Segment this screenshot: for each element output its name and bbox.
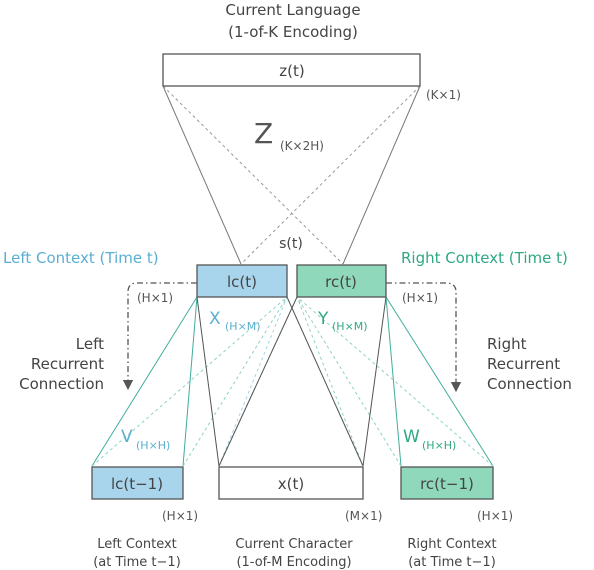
- caption-left-line1: Left Context: [97, 537, 177, 552]
- lc-box-label: lc(t): [227, 273, 257, 291]
- right-context-label: Right Context (Time t): [401, 249, 568, 267]
- rc-prev-box-label: rc(t−1): [420, 475, 474, 493]
- rc-dim: (H×1): [402, 291, 438, 305]
- right-recurrent-arrow: [386, 282, 462, 393]
- weight-x: X: [209, 309, 221, 329]
- rc-prev-box: [400, 466, 494, 500]
- left-context-label: Left Context (Time t): [3, 249, 159, 267]
- caption-right-line2: (at Time t−1): [408, 555, 496, 570]
- caption-center-line1: Current Character: [235, 537, 353, 552]
- header-line1: Current Language: [225, 1, 360, 19]
- lc-dim: (H×1): [137, 291, 173, 305]
- x-y-connections: [196, 296, 387, 467]
- lc-prev-dim: (H×1): [162, 509, 198, 523]
- x-box-label: x(t): [278, 475, 304, 493]
- lc-prev-box-label: lc(t−1): [111, 475, 163, 493]
- z-box: [162, 53, 421, 87]
- right-recurrent-line3: Connection: [487, 375, 572, 393]
- left-recurrent-line1: Left: [76, 335, 104, 353]
- rc-prev-dim: (H×1): [477, 509, 513, 523]
- right-recurrent-line2: Recurrent: [487, 355, 560, 373]
- caption-center-line2: (1-of-M Encoding): [236, 555, 351, 570]
- left-recurrent-line2: Recurrent: [31, 355, 104, 373]
- caption-left-line2: (at Time t−1): [93, 555, 181, 570]
- s-label: s(t): [279, 236, 303, 252]
- weight-y-sub: (H×M): [332, 320, 368, 333]
- weight-y: Y: [317, 309, 329, 329]
- weight-w-sub: (H×H): [422, 439, 456, 452]
- z-projection: [162, 85, 421, 265]
- weight-v: V: [121, 427, 133, 447]
- x-box: [218, 466, 364, 500]
- z-dim: (K×1): [426, 88, 461, 102]
- rc-box-label: rc(t): [325, 273, 357, 291]
- weight-z-sub: (K×2H): [280, 139, 324, 153]
- left-recurrent-line3: Connection: [19, 375, 104, 393]
- lc-prev-box: [91, 466, 184, 500]
- caption-right-line1: Right Context: [407, 537, 496, 552]
- weight-v-sub: (H×H): [136, 439, 170, 452]
- z-box-label: z(t): [279, 62, 304, 80]
- lc-box: [196, 264, 288, 298]
- weight-x-sub: (H×M): [225, 320, 261, 333]
- weight-z: Z: [254, 117, 273, 150]
- rc-box: [296, 264, 387, 298]
- right-recurrent-line1: Right: [487, 335, 527, 353]
- header-line2: (1-of-K Encoding): [228, 23, 358, 41]
- x-dim: (M×1): [345, 509, 382, 523]
- weight-w: W: [403, 427, 420, 447]
